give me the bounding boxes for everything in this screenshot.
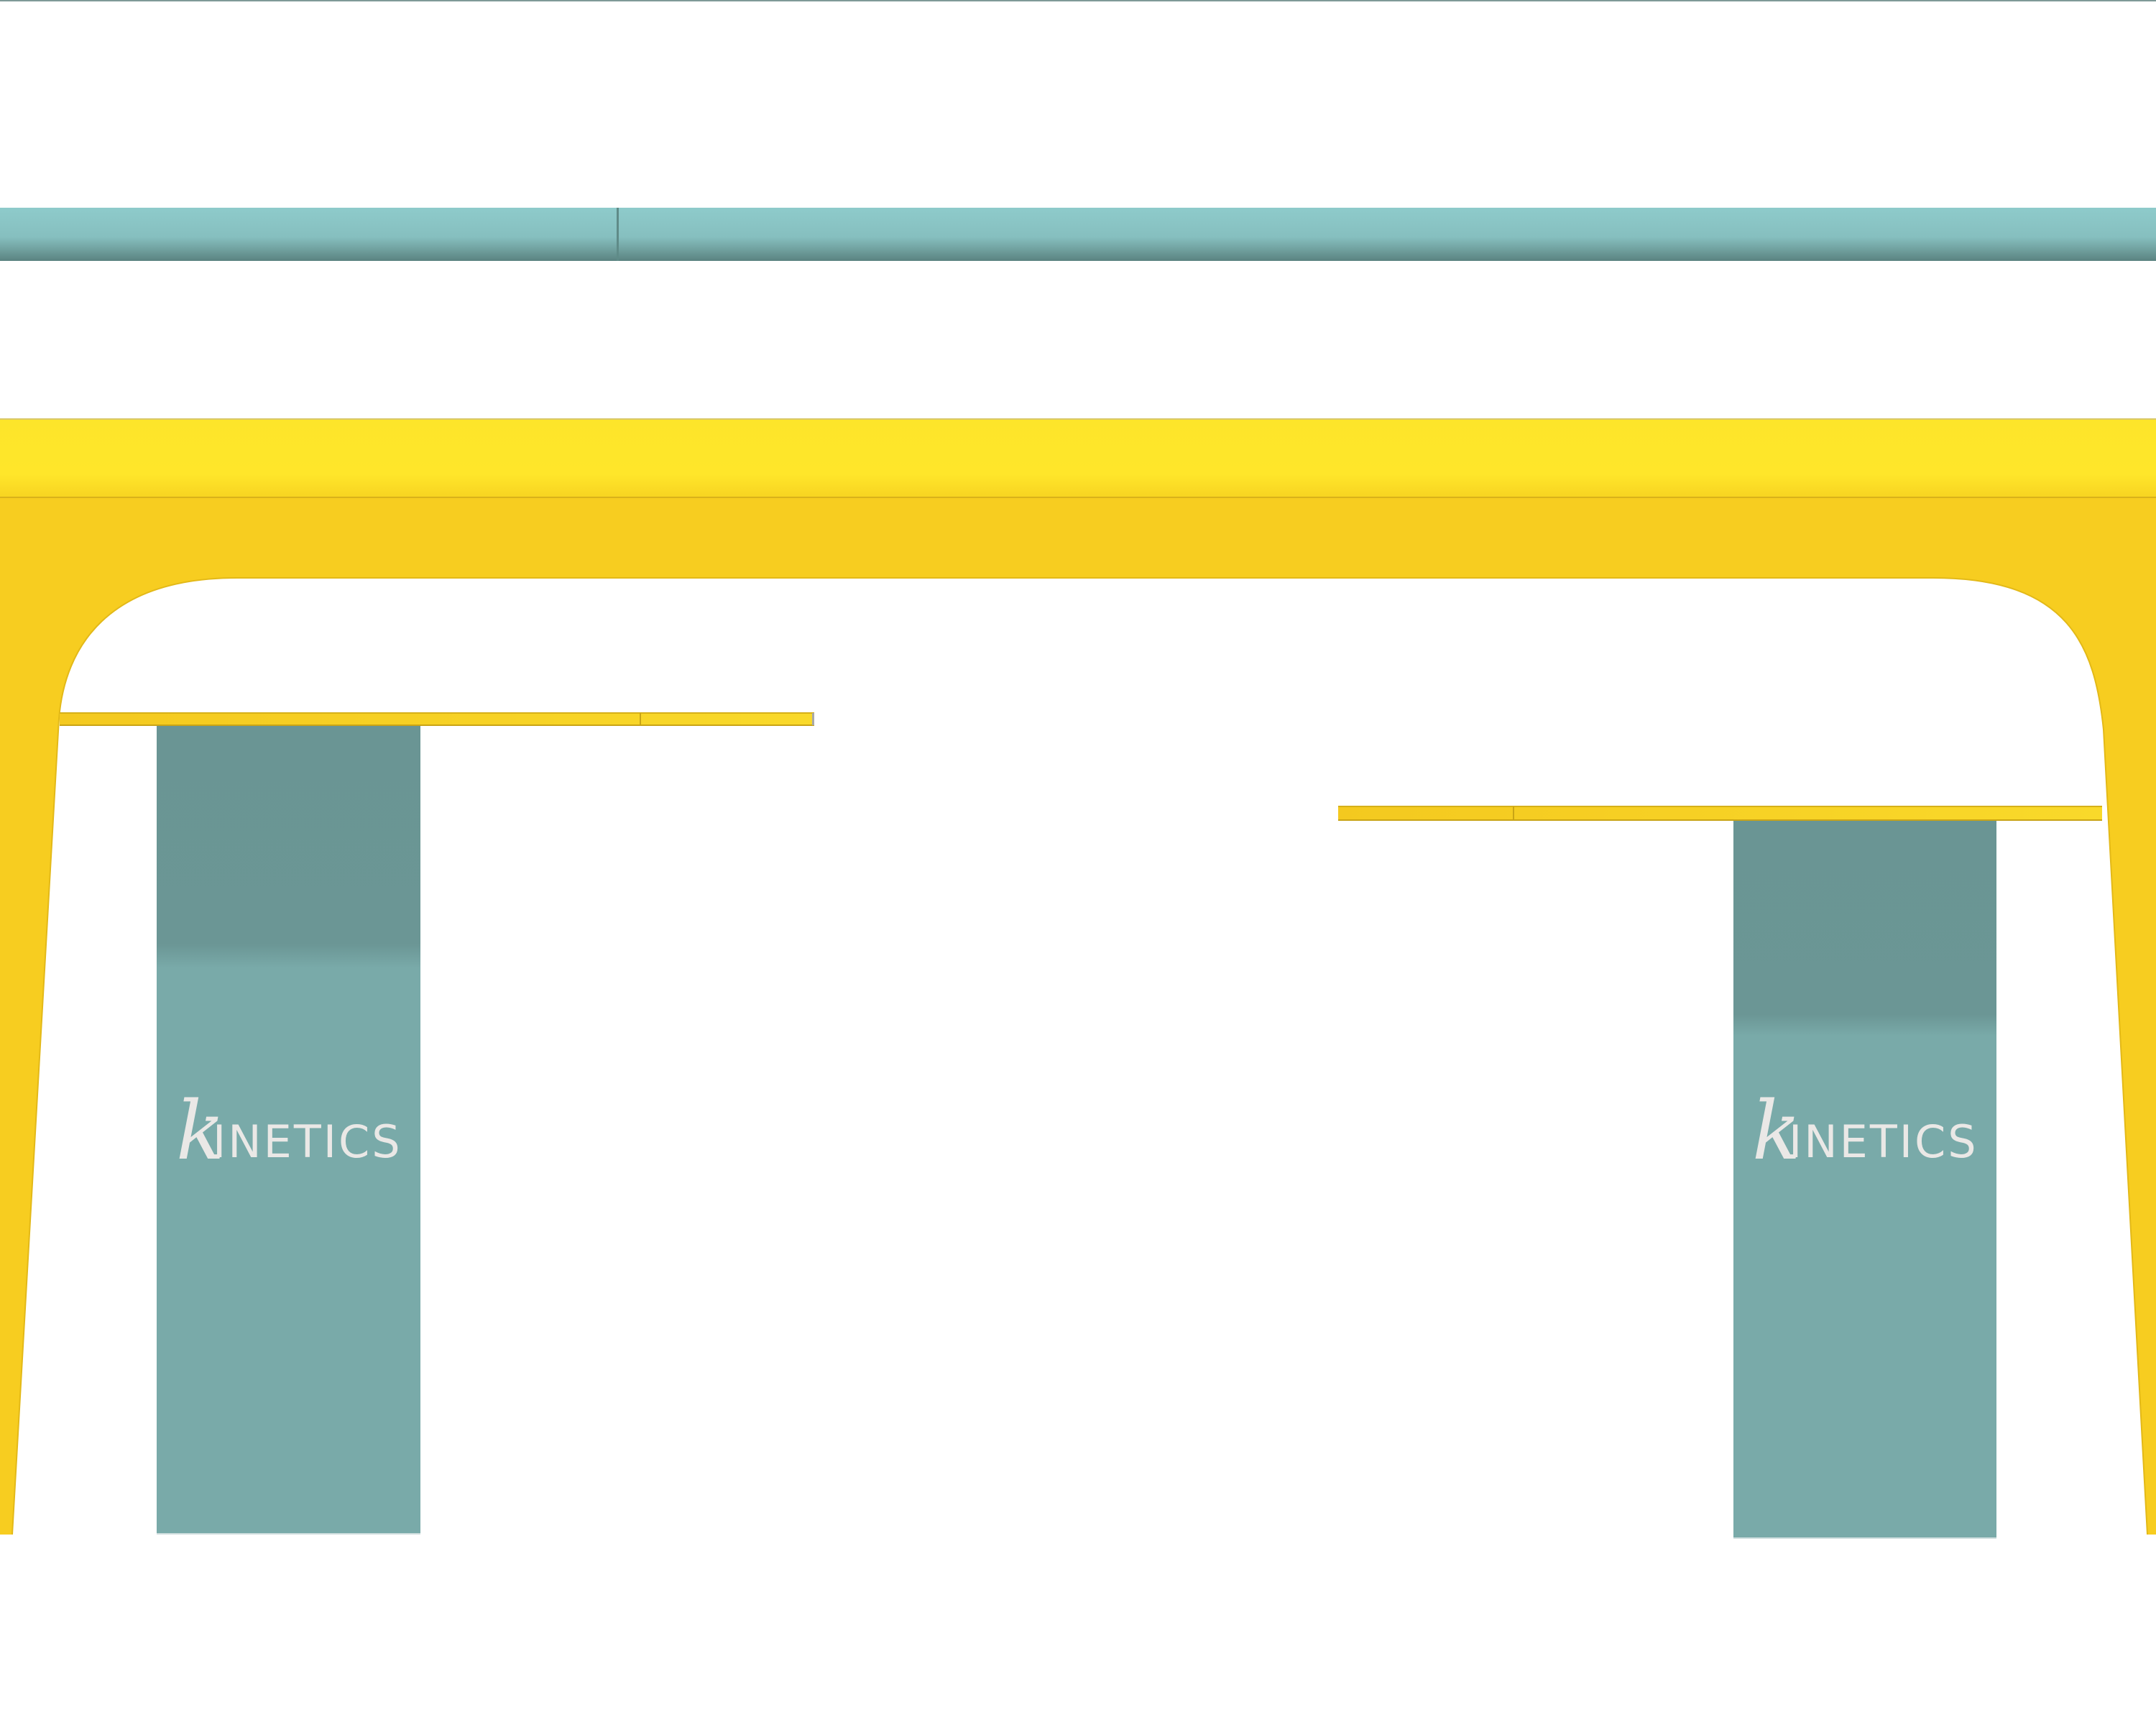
left-shelf <box>60 712 814 726</box>
top-edge-line <box>0 0 2156 1</box>
left-panel: k INETICS <box>157 726 420 1535</box>
left-panel-logo-k: k <box>176 1085 225 1178</box>
right-panel-logo-k: k <box>1752 1085 1801 1178</box>
right-panel-logo-text: INETICS <box>1789 1116 1978 1168</box>
right-panel: k INETICS <box>1733 821 1996 1539</box>
right-shelf <box>1338 806 2102 821</box>
teal-rail <box>0 208 2156 261</box>
frame-top-beam <box>0 419 2156 498</box>
rail-joint <box>617 208 619 261</box>
left-panel-logo-text: INETICS <box>213 1116 402 1168</box>
yellow-frame <box>0 418 2156 1535</box>
